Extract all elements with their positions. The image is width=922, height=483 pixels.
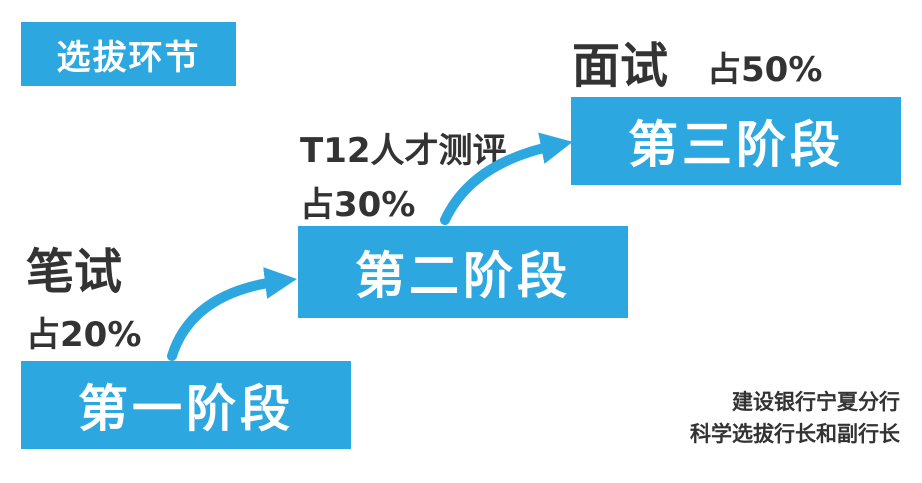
stage-2-share: 占30% [300, 185, 416, 225]
credit-line-2: 科学选拔行长和副行长 [690, 422, 900, 446]
stage-2-method: T12人才测评 [300, 131, 507, 171]
stage-1-method: 笔试 [26, 244, 123, 300]
stage-3-share: 占50% [707, 50, 823, 90]
stage-1-share: 占20% [26, 315, 142, 355]
stage-3-method: 面试 [572, 38, 669, 94]
stage-3-block: 第三阶段 [571, 97, 901, 185]
stage-2-block: 第二阶段 [298, 226, 628, 318]
arrow-stage-1-to-2 [167, 267, 297, 361]
section-title: 选拔环节 [21, 22, 236, 86]
stage-1-block: 第一阶段 [21, 361, 351, 449]
credit-line-1: 建设银行宁夏分行 [732, 390, 900, 414]
